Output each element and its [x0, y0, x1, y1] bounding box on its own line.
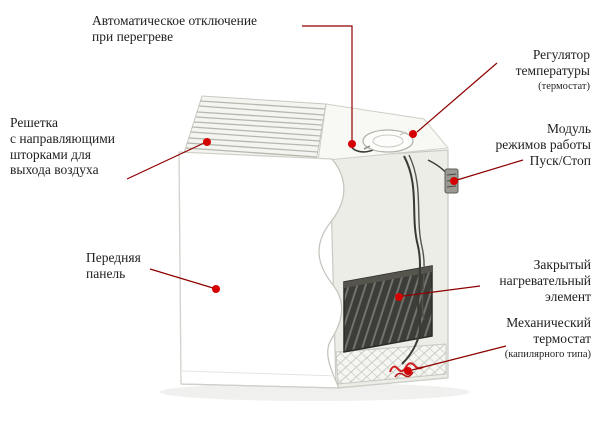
label-front-panel: Передняя панель [86, 250, 141, 282]
leader-heating-element [402, 285, 481, 297]
label-auto-shutoff-text: Автоматическое отключение при перегреве [92, 13, 258, 44]
capillary-coil [389, 362, 424, 378]
label-temp-regulator-text: Регулятор температуры [515, 47, 590, 78]
label-mech-thermostat-text: Механический термостат [506, 315, 591, 346]
leader-temp-regulator [416, 62, 498, 133]
ground-shadow [160, 383, 470, 401]
air-grille-shape [183, 95, 327, 163]
label-heating-element-text: Закрытый нагревательный элемент [499, 257, 591, 304]
pointer-dot-air-grille [203, 138, 211, 146]
leader-mode-module [456, 159, 524, 181]
label-mech-thermostat-note: (капилярного типа) [504, 348, 591, 360]
label-mech-thermostat: Механический термостат (капилярного типа… [505, 315, 591, 361]
device-interior [329, 149, 459, 389]
bottom-grille [335, 343, 447, 385]
pointer-dot-temp-regulator [409, 130, 417, 138]
label-temp-regulator-note: (термостат) [538, 80, 590, 92]
label-heating-element: Закрытый нагревательный элемент [499, 257, 591, 304]
thermostat-knob [362, 129, 414, 153]
label-air-grille: Решетка с направляющими шторками для вых… [10, 115, 115, 178]
pointer-dots [203, 130, 458, 375]
leader-mech-thermostat [411, 345, 507, 371]
pointer-dot-mech-thermostat [404, 367, 412, 375]
label-front-panel-text: Передняя панель [86, 250, 141, 281]
heating-element-shape [343, 265, 433, 353]
leader-air-grille [126, 142, 205, 180]
pointer-dot-mode-module [450, 177, 458, 185]
pointer-dot-front-panel [212, 285, 220, 293]
leader-front-panel [149, 268, 214, 289]
pointer-dot-auto-shutoff [348, 140, 356, 148]
front-panel-shape [178, 151, 447, 389]
label-mode-module-text: Модуль режимов работы Пуск/Стоп [495, 121, 592, 168]
label-temp-regulator: Регулятор температуры (термостат) [516, 47, 590, 93]
leader-lines [126, 25, 524, 371]
label-auto-shutoff: Автоматическое отключение при перегреве [92, 13, 257, 45]
label-mode-module: Модуль режимов работы Пуск/Стоп [496, 121, 592, 168]
label-air-grille-text: Решетка с направляющими шторками для вых… [10, 115, 115, 178]
pointer-dot-heating-element [395, 293, 403, 301]
leader-auto-shutoff [302, 25, 353, 140]
